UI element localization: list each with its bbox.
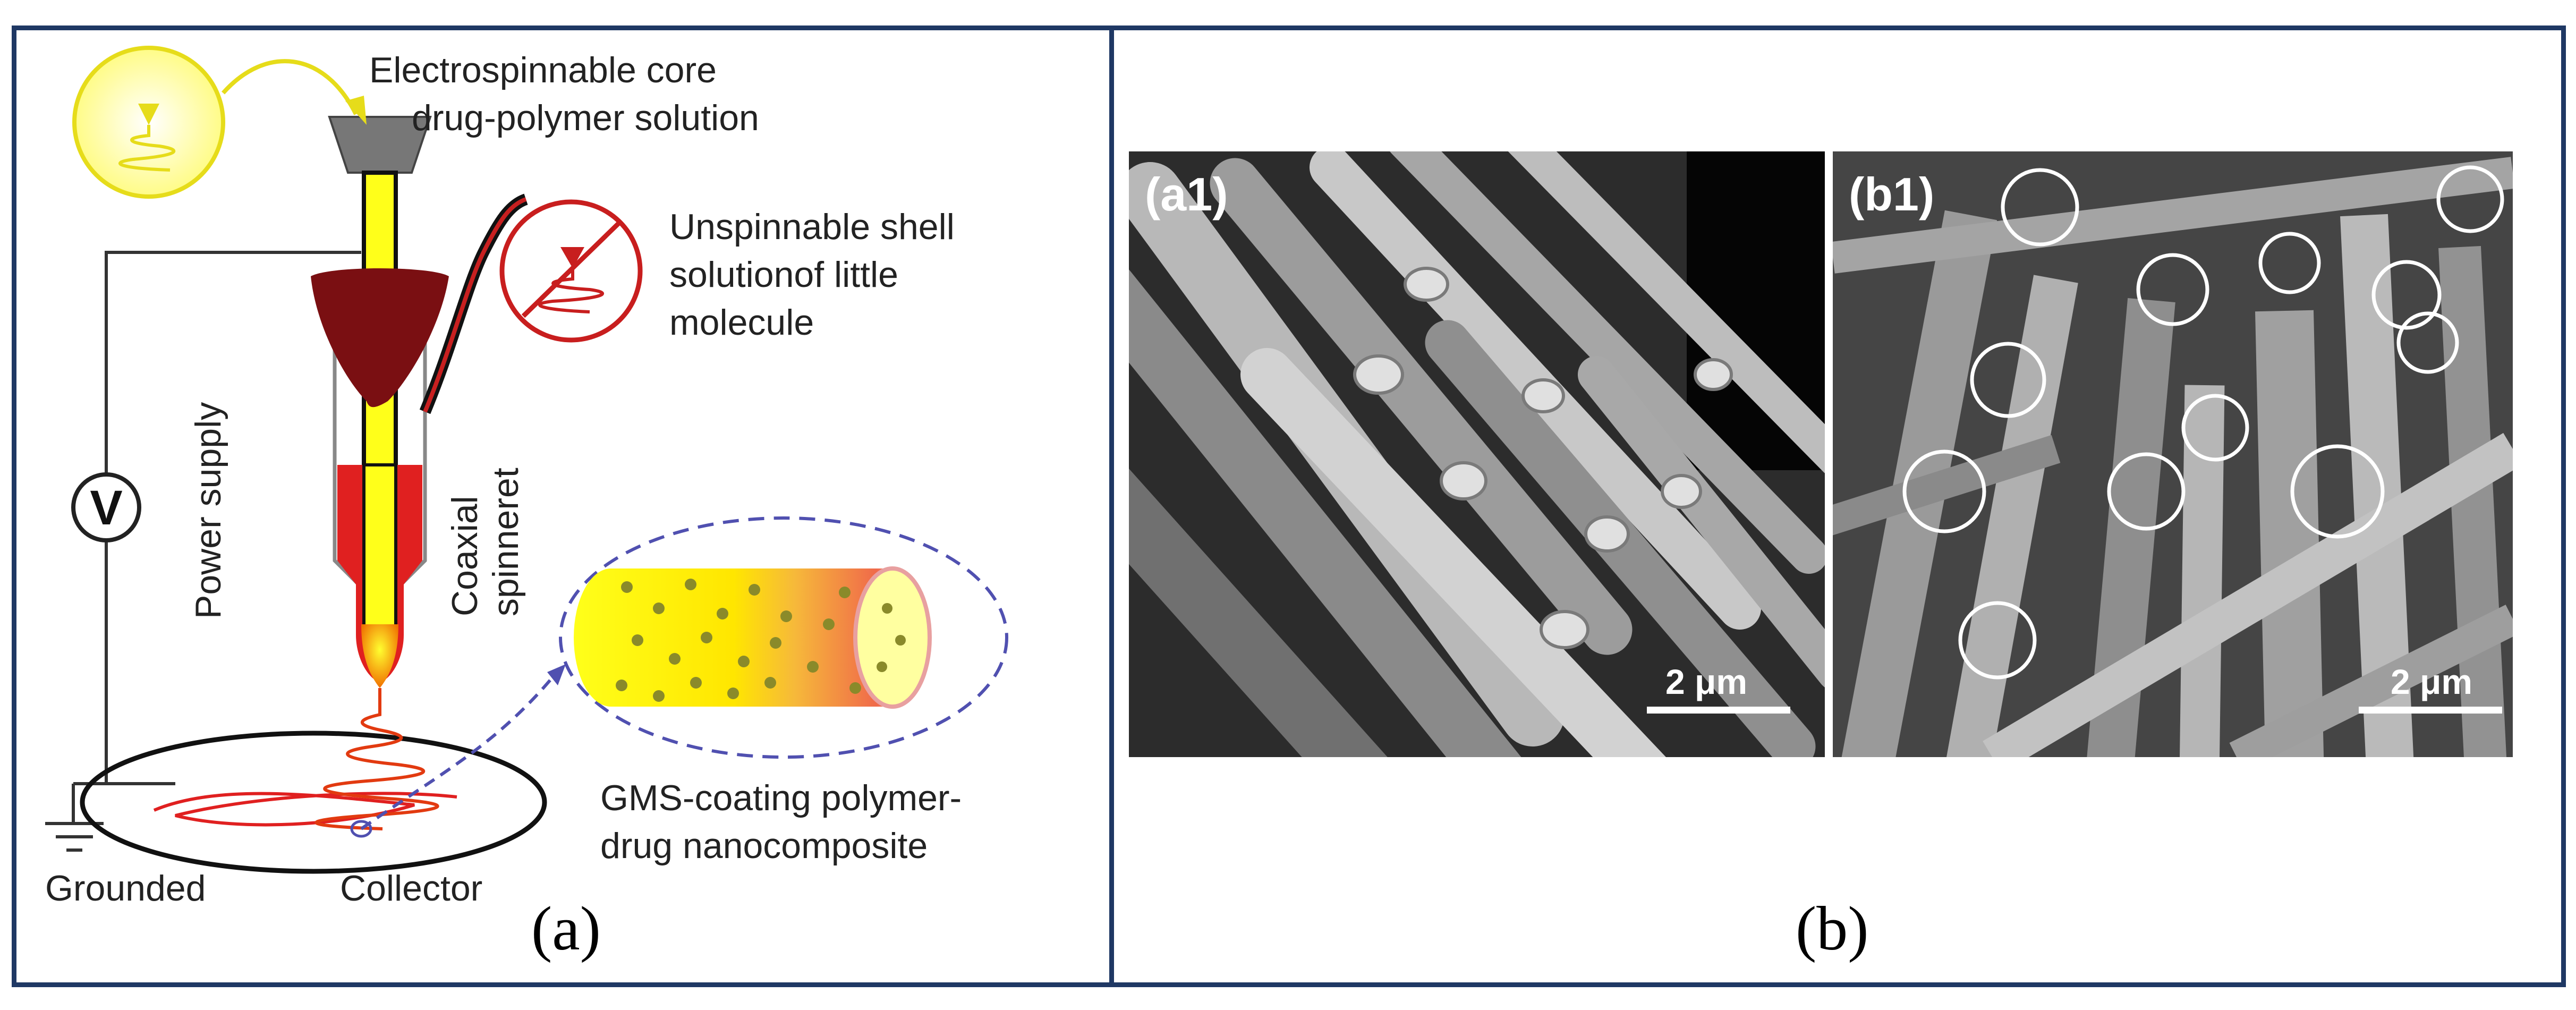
sem-a1-scale-bar bbox=[1647, 707, 1790, 714]
sem-a1-tag: (a1) bbox=[1145, 168, 1228, 220]
panel-b-caption: (b) bbox=[1796, 894, 1869, 963]
core-label-line2: drug-polymer solution bbox=[412, 98, 759, 138]
electrospinning-diagram: V Power supply Electr bbox=[45, 46, 1008, 909]
sem-b1-fibers bbox=[1833, 151, 2513, 757]
product-label-line2: drug nanocomposite bbox=[600, 826, 928, 866]
voltmeter-icon bbox=[71, 472, 141, 542]
shell-label-line2: solutionof little bbox=[669, 254, 898, 295]
collector-label: Collector bbox=[340, 868, 482, 909]
grounded-label: Grounded bbox=[45, 868, 206, 909]
sem-b1-scale-label: 2 μm bbox=[2391, 662, 2473, 701]
panel-a-caption: (a) bbox=[531, 894, 601, 963]
sem-b1-scale-bar bbox=[2359, 707, 2502, 714]
syringe-cone bbox=[328, 116, 432, 174]
sem-a1-scale-label: 2 μm bbox=[1665, 662, 1748, 701]
sem-b1-highlight-circles bbox=[1902, 165, 2504, 680]
spinneret-label-line1: Coaxial bbox=[445, 496, 485, 616]
zoom-path bbox=[360, 676, 554, 830]
collector-disc bbox=[80, 731, 547, 874]
drug-particles bbox=[616, 579, 906, 702]
coaxial-nozzle bbox=[311, 268, 449, 408]
nanocomposite-fiber bbox=[574, 568, 930, 707]
voltmeter-label: V bbox=[90, 481, 122, 535]
core-inset-arrow bbox=[222, 59, 358, 115]
shell-label-line3: molecule bbox=[669, 302, 814, 343]
product-label-line1: GMS-coating polymer- bbox=[600, 778, 962, 818]
sem-image-b1: (b1) 2 μm bbox=[1833, 151, 2513, 757]
taylor-cone bbox=[361, 624, 398, 688]
panel-a-frame bbox=[12, 26, 1118, 987]
whipping-jet bbox=[314, 688, 439, 830]
core-label-line1: Electrospinnable core bbox=[369, 50, 717, 90]
shell-label-line1: Unspinnable shell bbox=[669, 207, 955, 247]
sem-a1-fibers bbox=[1129, 151, 1825, 757]
sem-b1-tag: (b1) bbox=[1849, 168, 1935, 220]
fiber-deposit bbox=[153, 792, 457, 827]
nanocomposite-outline bbox=[559, 516, 1008, 759]
power-supply-label: Power supply bbox=[188, 402, 228, 619]
sem-image-a1: (a1) 2 μm bbox=[1129, 151, 1825, 757]
spinneret-label-line2: spinneret bbox=[486, 468, 526, 616]
